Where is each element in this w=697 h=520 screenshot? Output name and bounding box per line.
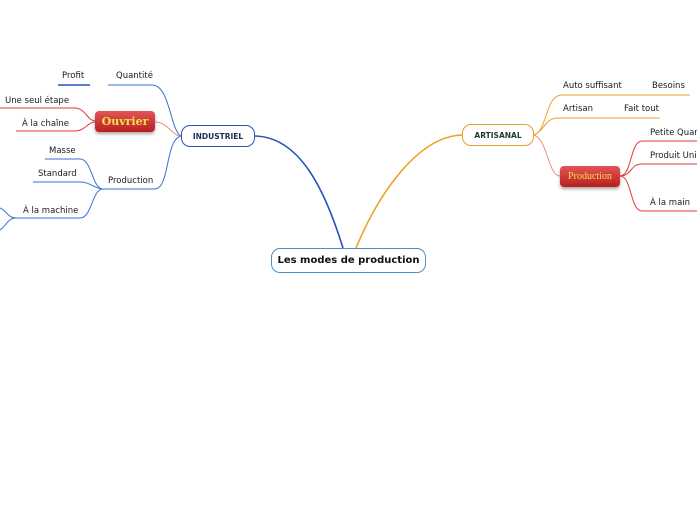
connector-ouvrier-chaine (16, 121, 96, 132)
topic-masse[interactable]: Masse (49, 146, 76, 156)
topic-production-artisanal[interactable]: Production (560, 166, 620, 187)
connector-industriel-quantite (108, 84, 182, 137)
connector-production-main (619, 175, 697, 212)
connector-machine-left-top (0, 207, 17, 219)
connector-ouvrier-etape (0, 107, 96, 122)
topic-a-la-main[interactable]: À la main (650, 198, 691, 208)
connector-machine-left-bottom (0, 217, 17, 231)
topic-besoins[interactable]: Besoins (652, 81, 685, 91)
connector-root-artisanal (355, 134, 463, 249)
topic-profit[interactable]: Profit (62, 71, 85, 81)
topic-a-la-chaine[interactable]: À la chaîne (22, 119, 70, 129)
connector-artisanal-production (533, 134, 561, 177)
topic-petite-quantite[interactable]: Petite Quan (650, 128, 697, 138)
connector-root-industriel (254, 135, 344, 249)
connector-artisanal-artisan (533, 117, 597, 136)
root-topic[interactable]: Les modes de production (271, 248, 426, 273)
topic-production-industriel[interactable]: Production (108, 176, 154, 186)
topic-standard[interactable]: Standard (38, 169, 77, 179)
connector-production-machine (16, 188, 104, 219)
connector-production-unique (619, 163, 697, 177)
topic-une-seul-etape[interactable]: Une seul étape (5, 96, 70, 106)
topic-artisan[interactable]: Artisan (563, 104, 594, 114)
connector-production-petite (619, 140, 697, 177)
topic-industriel[interactable]: INDUSTRIEL (181, 125, 255, 147)
connector-production-standard (33, 181, 104, 190)
topic-a-la-machine[interactable]: À la machine (23, 206, 79, 216)
connector-industriel-production (103, 135, 182, 190)
topic-produit-unique[interactable]: Produit Uniq (650, 151, 697, 161)
topic-quantite[interactable]: Quantité (116, 71, 153, 81)
connector-artisanal-auto (533, 94, 625, 136)
topic-artisanal[interactable]: ARTISANAL (462, 124, 534, 146)
topic-auto-suffisant[interactable]: Auto suffisant (563, 81, 622, 91)
connector-production-masse (45, 158, 104, 190)
topic-ouvrier[interactable]: Ouvrier (95, 111, 155, 132)
topic-fait-tout[interactable]: Fait tout (624, 104, 659, 114)
connector-industriel-ouvrier (154, 121, 182, 137)
